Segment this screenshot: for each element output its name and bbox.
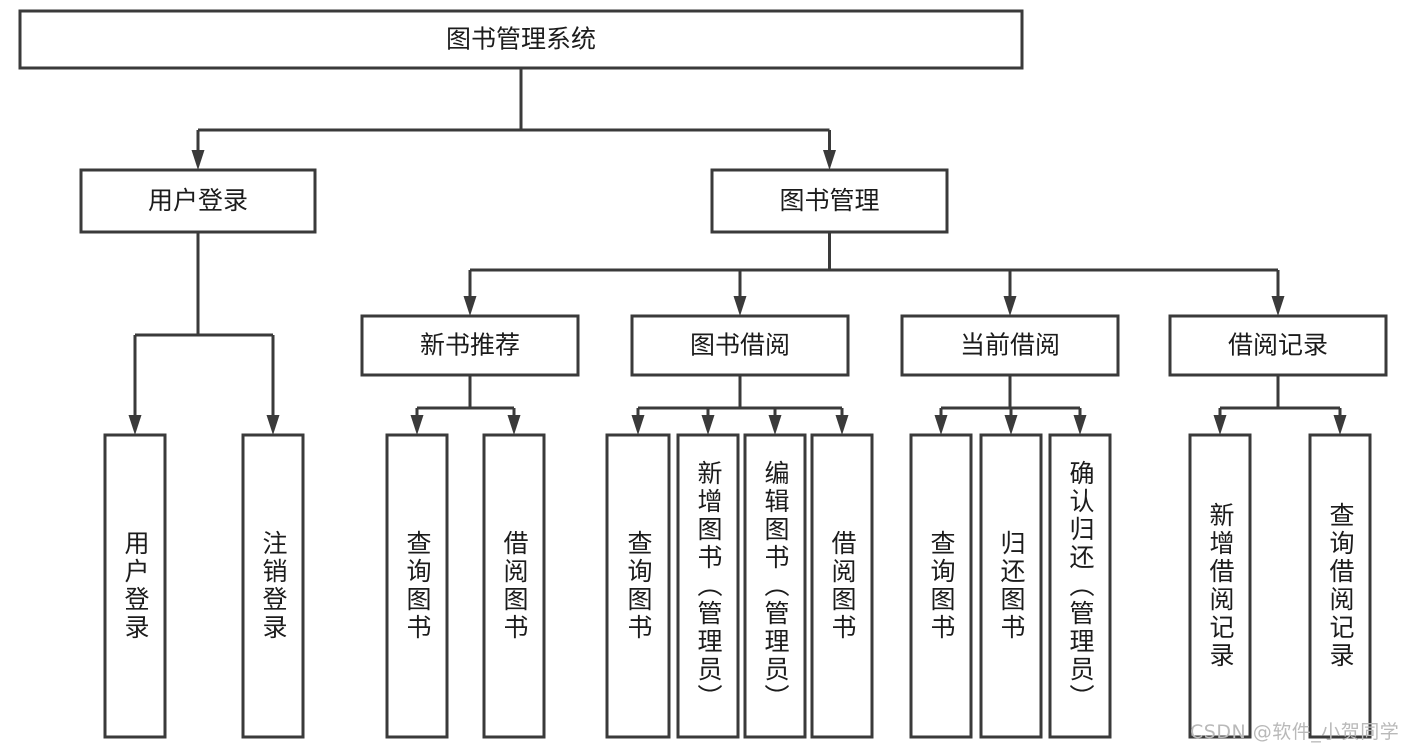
node-n-borrow-record-box[interactable] <box>1168 314 1388 377</box>
connectors-layer <box>128 68 1347 435</box>
node-l-query-book-2[interactable] <box>605 433 671 739</box>
node-l-query-record-box[interactable] <box>1308 433 1372 739</box>
node-n-user-login-box[interactable] <box>79 168 317 234</box>
node-l-borrow-book-1-box[interactable] <box>482 433 546 739</box>
node-l-return-book-box[interactable] <box>979 433 1043 739</box>
node-l-add-book-box[interactable] <box>676 433 740 739</box>
node-l-add-record-box[interactable] <box>1188 433 1252 739</box>
node-l-confirm-return[interactable] <box>1048 433 1112 739</box>
node-l-edit-book-box[interactable] <box>743 433 807 739</box>
connector-arrowhead <box>1004 415 1018 435</box>
node-l-user-login-box[interactable] <box>103 433 167 739</box>
node-l-query-book-2-box[interactable] <box>605 433 671 739</box>
node-n-book-manage[interactable]: 图书管理 <box>710 168 949 234</box>
node-n-new-book-rec-label: 新书推荐 <box>420 331 520 360</box>
connector-arrowhead <box>733 296 747 316</box>
connector-arrowhead <box>631 415 645 435</box>
node-l-query-book-3[interactable] <box>909 433 973 739</box>
node-l-return-book[interactable] <box>979 433 1043 739</box>
connector-arrowhead <box>823 150 836 170</box>
connector-arrowhead <box>128 415 142 435</box>
node-l-query-book-1-box[interactable] <box>385 433 449 739</box>
node-l-query-book-1[interactable] <box>385 433 449 739</box>
connector-arrowhead <box>410 415 424 435</box>
node-l-borrow-book-1[interactable] <box>482 433 546 739</box>
connector-arrowhead <box>463 296 477 316</box>
node-root-label: 图书管理系统 <box>446 25 596 54</box>
node-n-current-borrow-box[interactable] <box>900 314 1120 377</box>
node-root[interactable]: 图书管理系统 <box>18 9 1024 70</box>
node-n-book-borrow-box[interactable] <box>630 314 850 377</box>
node-n-user-login-label: 用户登录 <box>148 186 248 215</box>
connector-arrowhead <box>1271 296 1285 316</box>
node-l-confirm-return-box[interactable] <box>1048 433 1112 739</box>
node-n-current-borrow-label: 当前借阅 <box>960 331 1060 360</box>
node-l-borrow-book-2-box[interactable] <box>810 433 874 739</box>
connector-arrowhead <box>768 415 782 435</box>
connector-arrowhead <box>1213 415 1227 435</box>
connector-arrowhead <box>1333 415 1347 435</box>
node-n-new-book-rec[interactable]: 新书推荐 <box>360 314 580 377</box>
node-n-book-manage-box[interactable] <box>710 168 949 234</box>
node-l-add-record[interactable] <box>1188 433 1252 739</box>
node-l-user-login[interactable] <box>103 433 167 739</box>
node-n-current-borrow[interactable]: 当前借阅 <box>900 314 1120 377</box>
connector-arrowhead <box>835 415 849 435</box>
node-l-user-logout[interactable] <box>241 433 305 739</box>
node-n-user-login[interactable]: 用户登录 <box>79 168 317 234</box>
node-l-borrow-book-2[interactable] <box>810 433 874 739</box>
node-n-book-manage-label: 图书管理 <box>779 186 879 215</box>
node-n-new-book-rec-box[interactable] <box>360 314 580 377</box>
connector-arrowhead <box>191 150 205 170</box>
node-l-add-book[interactable] <box>676 433 740 739</box>
node-root-box[interactable] <box>18 9 1024 70</box>
watermark-text: CSDN @软件_小贺同学 <box>1190 721 1400 743</box>
connector-arrowhead <box>701 415 715 435</box>
node-l-edit-book[interactable] <box>743 433 807 739</box>
connector-arrowhead <box>266 415 280 435</box>
connector-arrowhead <box>507 415 521 435</box>
connector-arrowhead <box>934 415 948 435</box>
node-l-query-book-3-box[interactable] <box>909 433 973 739</box>
node-n-borrow-record-label: 借阅记录 <box>1228 331 1328 360</box>
node-n-book-borrow-label: 图书借阅 <box>690 331 790 360</box>
node-n-book-borrow[interactable]: 图书借阅 <box>630 314 850 377</box>
node-l-query-record[interactable] <box>1308 433 1372 739</box>
node-l-user-logout-box[interactable] <box>241 433 305 739</box>
connector-arrowhead <box>1073 415 1087 435</box>
node-n-borrow-record[interactable]: 借阅记录 <box>1168 314 1388 377</box>
connector-arrowhead <box>1003 296 1017 316</box>
